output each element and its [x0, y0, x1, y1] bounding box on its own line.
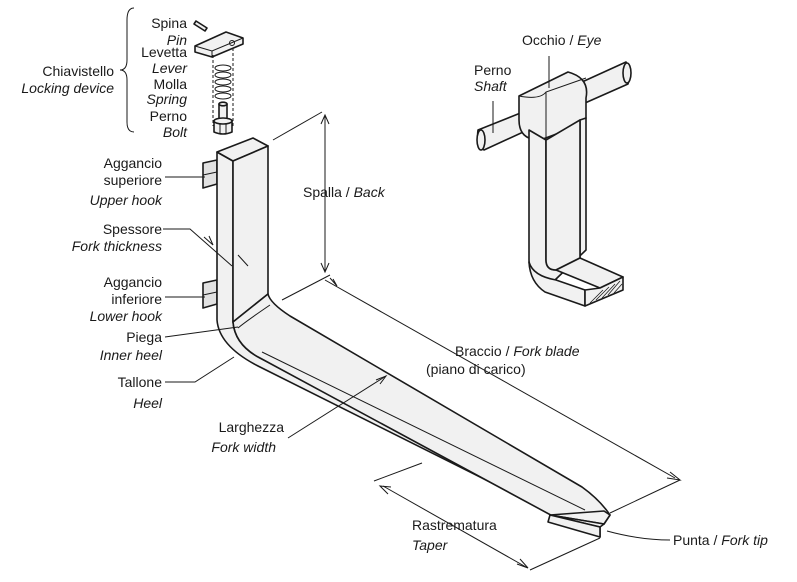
- pin-label-en: Pin: [167, 32, 187, 48]
- width-label: Larghezza: [219, 419, 285, 435]
- back-label: Spalla / Back: [303, 184, 386, 200]
- tip-label: Punta / Fork tip: [673, 532, 768, 548]
- inner-heel-label: Piega: [126, 329, 162, 345]
- shaft-label-en: Shaft: [474, 78, 508, 94]
- locking-device-label-en: Locking device: [21, 80, 114, 96]
- spring-label-en: Spring: [147, 91, 188, 107]
- lever-label-en: Lever: [152, 60, 188, 76]
- blade-note: (piano di carico): [426, 361, 526, 377]
- width-label-en: Fork width: [211, 439, 276, 455]
- lower-hook-label: Aggancio: [104, 274, 163, 290]
- eye-view-illustration: [476, 61, 632, 307]
- lever-label: Levetta: [141, 44, 187, 60]
- section-hatch: [589, 280, 623, 304]
- pin-label: Spina: [151, 15, 187, 31]
- upper-hook-label: Aggancio: [104, 155, 163, 171]
- fork-body: [202, 137, 611, 538]
- upper-hook-label-2: superiore: [104, 172, 163, 188]
- bolt-part: [213, 101, 233, 135]
- lower-hook-label-en: Lower hook: [90, 308, 163, 324]
- blade-label: Braccio / Fork blade: [455, 343, 580, 359]
- heel-label-en: Heel: [133, 395, 163, 411]
- spring-part: [214, 64, 232, 100]
- labels: Chiavistello Locking device Spina Pin Le…: [21, 15, 768, 553]
- spring-label: Molla: [154, 76, 188, 92]
- locking-device-illustration: [119, 7, 244, 135]
- locking-device-label: Chiavistello: [42, 63, 114, 79]
- eye-label: Occhio / Eye: [522, 32, 602, 48]
- dimension-lines: [163, 56, 682, 571]
- pin-part: [193, 20, 208, 32]
- thickness-label: Spessore: [103, 221, 162, 237]
- shaft-label: Perno: [474, 62, 512, 78]
- heel-label: Tallone: [118, 374, 163, 390]
- taper-label-en: Taper: [412, 537, 449, 553]
- lever-part: [194, 31, 244, 58]
- inner-heel-label-en: Inner heel: [100, 347, 163, 363]
- taper-label: Rastrematura: [412, 517, 497, 533]
- thickness-label-en: Fork thickness: [72, 238, 162, 254]
- upper-hook-label-en: Upper hook: [90, 192, 163, 208]
- bolt-label-en: Bolt: [163, 124, 188, 140]
- bolt-label: Perno: [150, 108, 188, 124]
- lower-hook-label-2: inferiore: [111, 291, 162, 307]
